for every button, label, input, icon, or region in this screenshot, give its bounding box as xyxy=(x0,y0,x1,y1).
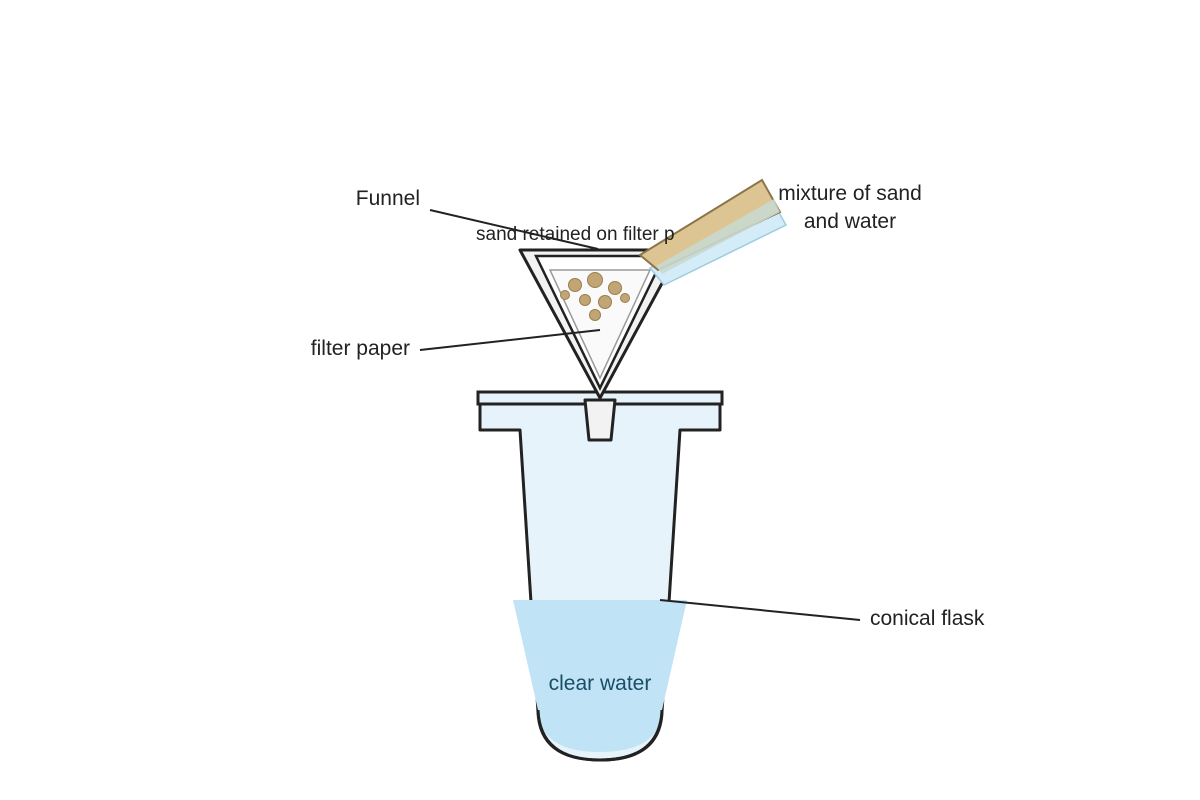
conical-flask xyxy=(476,390,724,762)
label-mixture-line1: mixture of sand xyxy=(778,182,922,205)
flask-bottom-outline xyxy=(536,709,664,762)
sand-grains xyxy=(560,272,630,321)
sand-grain xyxy=(579,294,591,306)
label-funnel: Funnel xyxy=(356,187,420,210)
pouring-beaker xyxy=(638,178,788,286)
sand-grain xyxy=(568,278,582,292)
funnel xyxy=(518,248,682,442)
conical-flask-leader xyxy=(659,599,861,621)
funnel-stem xyxy=(583,398,617,442)
clear-water xyxy=(513,600,687,752)
sand-grain xyxy=(620,293,630,303)
label-sand-retained: sand retained on filter p xyxy=(476,224,675,245)
sand-grain xyxy=(598,295,612,309)
label-clear-water: clear water xyxy=(549,672,652,695)
beaker-overlap xyxy=(656,199,780,274)
sand-grain xyxy=(560,290,570,300)
label-conical-flask: conical flask xyxy=(870,607,985,630)
funnel-leader xyxy=(429,209,599,250)
sand-grain xyxy=(587,272,603,288)
label-mixture-line2: and water xyxy=(804,210,896,233)
label-filter-paper: filter paper xyxy=(311,337,410,360)
filter-paper-leader xyxy=(419,329,601,351)
sand-grain xyxy=(589,309,601,321)
sand-grain xyxy=(608,281,622,295)
